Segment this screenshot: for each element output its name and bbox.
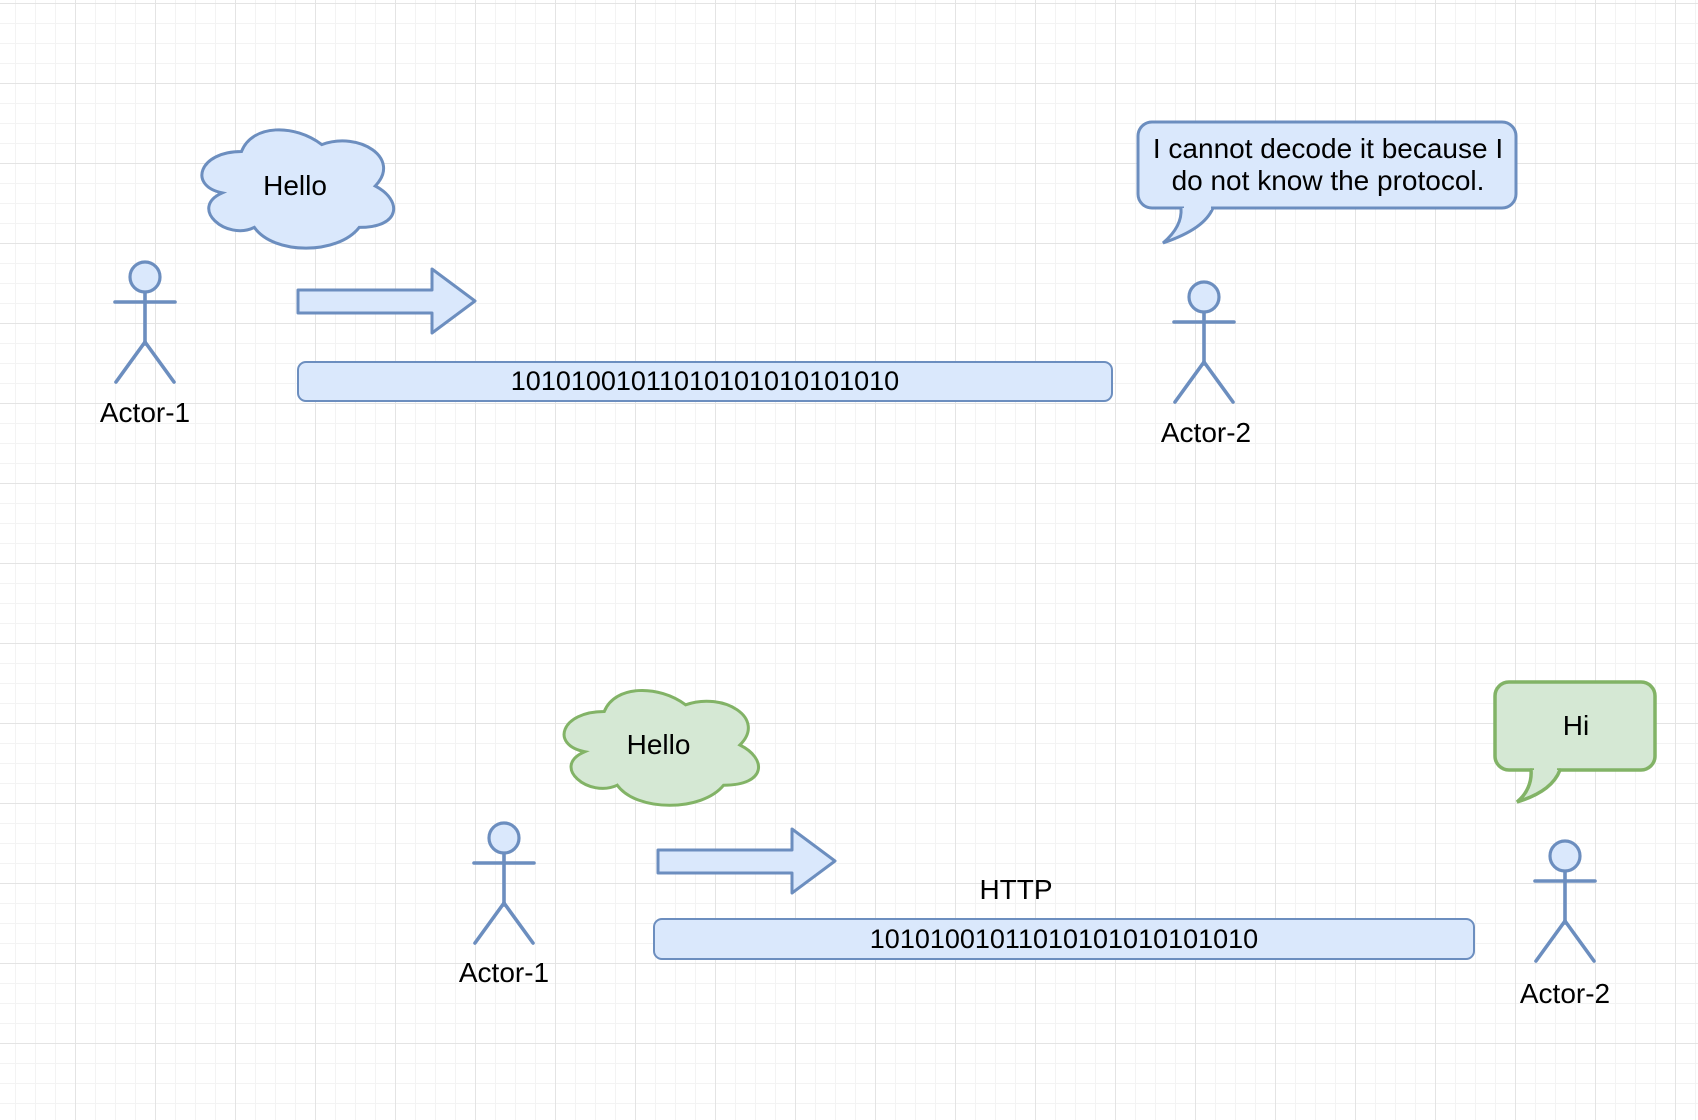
speech-bubble-text: Hi (1493, 682, 1659, 770)
actor-label: Actor-2 (1519, 978, 1611, 1009)
arrow-right-icon (656, 827, 837, 895)
thought-cloud-blue-icon (188, 117, 402, 255)
actor-label: Actor-2 (1160, 417, 1252, 448)
speech-bubble-blue-icon (1136, 120, 1518, 245)
binary-message-text: 10101001011010101010101010 (869, 923, 1259, 954)
actor-figure-icon (1172, 280, 1236, 404)
speech-bubble-green-icon (1493, 680, 1657, 804)
speech-bubble-text: I cannot decode it because I do not know… (1136, 122, 1520, 208)
speech-line: I cannot decode it because I (1152, 133, 1504, 164)
arrow-right-icon (296, 267, 477, 335)
speech-line: Hi (1562, 710, 1590, 741)
actor-label: Actor-1 (99, 397, 191, 428)
actor-figure-icon (472, 821, 536, 945)
binary-message-bar: 10101001011010101010101010 (297, 361, 1113, 402)
cloud-label: Hello (263, 170, 327, 201)
protocol-label: HTTP (979, 874, 1053, 905)
actor-label: Actor-1 (458, 957, 550, 988)
binary-message-text: 10101001011010101010101010 (510, 366, 900, 396)
cloud-label: Hello (626, 729, 691, 760)
actor-figure-icon (1533, 839, 1597, 963)
binary-message-bar: 10101001011010101010101010 (653, 918, 1475, 960)
speech-line: do not know the protocol. (1171, 165, 1485, 196)
actor-figure-icon (113, 260, 177, 384)
thought-cloud-green-icon (550, 678, 767, 812)
